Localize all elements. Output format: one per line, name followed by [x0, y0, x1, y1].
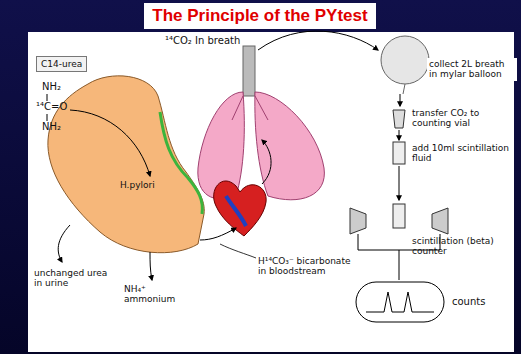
stomach — [48, 76, 204, 253]
node-text: C14-urea — [41, 59, 82, 69]
vial-to-counter-arrow — [399, 166, 400, 200]
formula: NH₂ — [42, 121, 61, 133]
formula: ¹⁴C=O — [36, 101, 67, 113]
right-lung — [255, 92, 325, 200]
counter-wire — [358, 234, 399, 280]
bloodstream-leader — [220, 244, 256, 258]
scintillation-vial — [393, 142, 405, 164]
mylar-balloon — [381, 36, 429, 84]
step-label: scintillation (beta) counter — [412, 236, 508, 257]
count-peaks — [366, 292, 434, 312]
counter-vial — [393, 204, 405, 228]
fluid-arrow — [399, 130, 400, 140]
urine-arrow — [58, 225, 70, 262]
output-label: counts — [452, 296, 485, 308]
bond-line — [47, 114, 48, 121]
detector — [432, 208, 448, 234]
bronchi — [232, 96, 268, 120]
breath-label: ¹⁴CO₂ In breath — [165, 35, 240, 47]
ammonium-arrow — [150, 252, 152, 280]
product-label: NH₄⁺ ammonium — [124, 284, 194, 305]
product-label: H¹⁴CO₃⁻ bicarbonate in bloodstream — [258, 256, 358, 277]
heart — [214, 181, 266, 236]
counting-vial — [393, 110, 405, 128]
label-box: C14-urea — [36, 56, 87, 72]
counts-display — [356, 282, 444, 322]
title-box: The Principle of the PYtest — [144, 3, 375, 29]
detector — [350, 208, 366, 234]
transfer-arrow — [400, 94, 401, 106]
urea-arrow — [70, 110, 150, 176]
step-label: add 10ml scintillation fluid — [412, 143, 512, 164]
bacterium-label: H.pylori — [120, 180, 155, 190]
product-label: unchanged urea in urine — [34, 268, 114, 289]
blood-to-lung-arrow — [262, 140, 271, 184]
trachea — [243, 46, 255, 96]
step-label: transfer CO₂ to counting vial — [412, 108, 504, 129]
formula: NH₂ — [42, 81, 61, 93]
bond-line — [47, 94, 48, 101]
title-text: The Principle of the PYtest — [152, 6, 367, 26]
bicarbonate-arrow — [200, 228, 236, 240]
breath-arrow — [258, 31, 378, 50]
stomach-lining — [160, 112, 202, 214]
step-label: collect 2L breath in mylar balloon — [427, 58, 517, 81]
balloon-neck — [403, 84, 405, 94]
heart-vessel — [226, 196, 246, 226]
